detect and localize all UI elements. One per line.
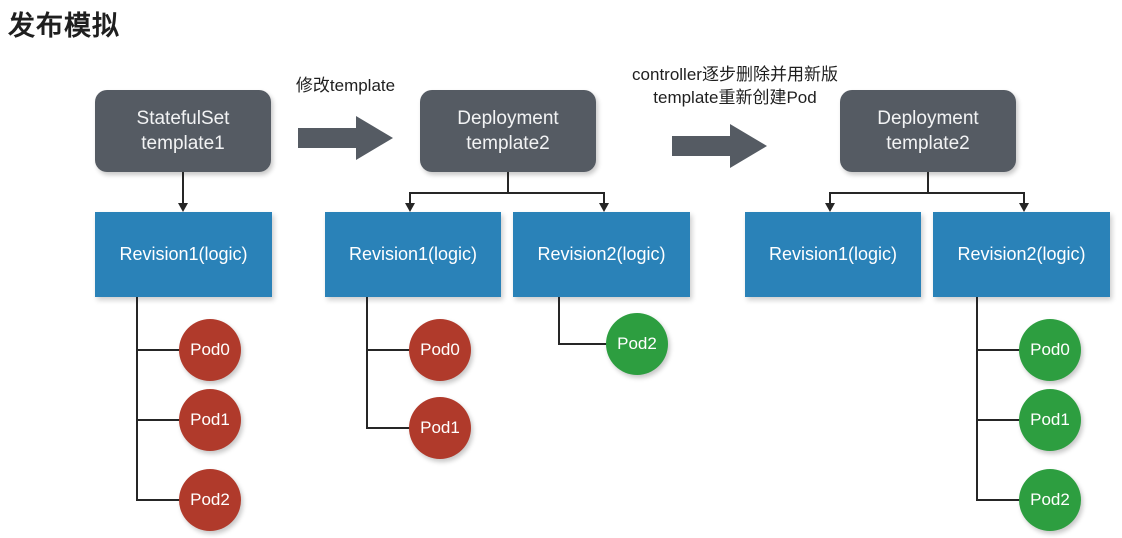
pod-circle-stage-2-revision1-pod1: Pod1 bbox=[409, 397, 471, 459]
revision-label: Revision2(logic) bbox=[957, 244, 1086, 264]
revision-label: Revision1(logic) bbox=[768, 244, 898, 264]
template-box-line-2: template1 bbox=[141, 133, 225, 154]
pod-trunk-stage-2-revision2 bbox=[558, 297, 560, 345]
step-caption-2: controller逐步删除并用新版 template重新创建Pod bbox=[590, 63, 880, 109]
pod-trunk-stage-3-revision2 bbox=[976, 297, 978, 500]
pod-branch-stage-3-pod2 bbox=[976, 499, 1028, 501]
connector-stage-2-template-stem bbox=[507, 172, 509, 194]
connector-stage-3-template-stem bbox=[927, 172, 929, 194]
connector-stage-2-fork-bar bbox=[409, 192, 605, 194]
revision-box-stage-1-revision1: Revision1(logic) bbox=[95, 212, 272, 297]
revision-label: Revision2(logic) bbox=[537, 244, 666, 264]
template-box-stage-3: Deployment template2 bbox=[840, 90, 1016, 172]
pod-trunk-stage-1-revision1 bbox=[136, 297, 138, 500]
pod-label: Pod0 bbox=[1030, 340, 1070, 359]
template-box-stage-2: Deployment template2 bbox=[420, 90, 596, 172]
connector-stage-2-branch-left bbox=[409, 192, 411, 206]
pod-branch-stage-2-revision2-pod2 bbox=[558, 343, 610, 345]
connector-stage-3-branch-right bbox=[1023, 192, 1025, 206]
revision-label: Revision1(logic) bbox=[119, 244, 248, 264]
connector-stage-3-branch-left bbox=[829, 192, 831, 206]
revision-box-stage-3-revision2: Revision2(logic) bbox=[933, 212, 1110, 297]
step-caption-1: 修改template bbox=[283, 74, 408, 97]
pod-circle-stage-2-revision2-pod2: Pod2 bbox=[606, 313, 668, 375]
pod-label: Pod1 bbox=[420, 418, 460, 437]
revision-box-stage-2-revision1: Revision1(logic) bbox=[325, 212, 501, 297]
pod-circle-stage-1-pod1: Pod1 bbox=[179, 389, 241, 451]
pod-branch-stage-1-pod2 bbox=[136, 499, 188, 501]
arrowhead-stage-3-revision2 bbox=[1019, 203, 1029, 212]
template-box-line-1: Deployment bbox=[457, 108, 559, 129]
pod-branch-stage-3-pod0 bbox=[976, 349, 1028, 351]
step-arrow-2-icon bbox=[672, 122, 767, 170]
step-arrow-1-icon bbox=[298, 114, 393, 162]
pod-circle-stage-3-revision2-pod1: Pod1 bbox=[1019, 389, 1081, 451]
arrowhead-stage-2-revision2 bbox=[599, 203, 609, 212]
template-box-stage-1: StatefulSet template1 bbox=[95, 90, 271, 172]
pod-circle-stage-3-revision2-pod2: Pod2 bbox=[1019, 469, 1081, 531]
revision-box-stage-3-revision1: Revision1(logic) bbox=[745, 212, 921, 297]
page-title: 发布模拟 bbox=[8, 11, 120, 41]
template-box-line-2: template2 bbox=[886, 133, 970, 154]
arrowhead-stage-1-revision1 bbox=[178, 203, 188, 212]
pod-label: Pod0 bbox=[420, 340, 460, 359]
pod-branch-stage-2-pod0 bbox=[366, 349, 418, 351]
pod-branch-stage-2-pod1 bbox=[366, 427, 418, 429]
pod-label: Pod2 bbox=[617, 334, 657, 353]
template-box-line-2: template2 bbox=[466, 133, 550, 154]
connector-stage-2-branch-right bbox=[603, 192, 605, 206]
pod-branch-stage-1-pod0 bbox=[136, 349, 188, 351]
pod-branch-stage-1-pod1 bbox=[136, 419, 188, 421]
arrowhead-stage-3-revision1 bbox=[825, 203, 835, 212]
pod-circle-stage-3-revision2-pod0: Pod0 bbox=[1019, 319, 1081, 381]
pod-circle-stage-2-revision1-pod0: Pod0 bbox=[409, 319, 471, 381]
step-caption-line-1: 修改template bbox=[295, 76, 396, 95]
step-caption-line-2: template重新创建Pod bbox=[653, 88, 817, 107]
revision-label: Revision1(logic) bbox=[348, 244, 478, 264]
pod-label: Pod0 bbox=[190, 340, 230, 359]
connector-stage-1-template-to-revision bbox=[182, 172, 184, 205]
arrowhead-stage-2-revision1 bbox=[405, 203, 415, 212]
pod-label: Pod1 bbox=[1030, 410, 1070, 429]
pod-label: Pod1 bbox=[190, 410, 230, 429]
pod-label: Pod2 bbox=[190, 490, 230, 509]
pod-trunk-stage-2-revision1 bbox=[366, 297, 368, 429]
pod-branch-stage-3-pod1 bbox=[976, 419, 1028, 421]
pod-label: Pod2 bbox=[1030, 490, 1070, 509]
connector-stage-3-fork-bar bbox=[829, 192, 1025, 194]
pod-circle-stage-1-pod0: Pod0 bbox=[179, 319, 241, 381]
pod-circle-stage-1-pod2: Pod2 bbox=[179, 469, 241, 531]
revision-box-stage-2-revision2: Revision2(logic) bbox=[513, 212, 690, 297]
step-caption-line-1: controller逐步删除并用新版 bbox=[632, 65, 838, 84]
template-box-line-1: Deployment bbox=[877, 108, 979, 129]
template-box-line-1: StatefulSet bbox=[136, 108, 230, 129]
